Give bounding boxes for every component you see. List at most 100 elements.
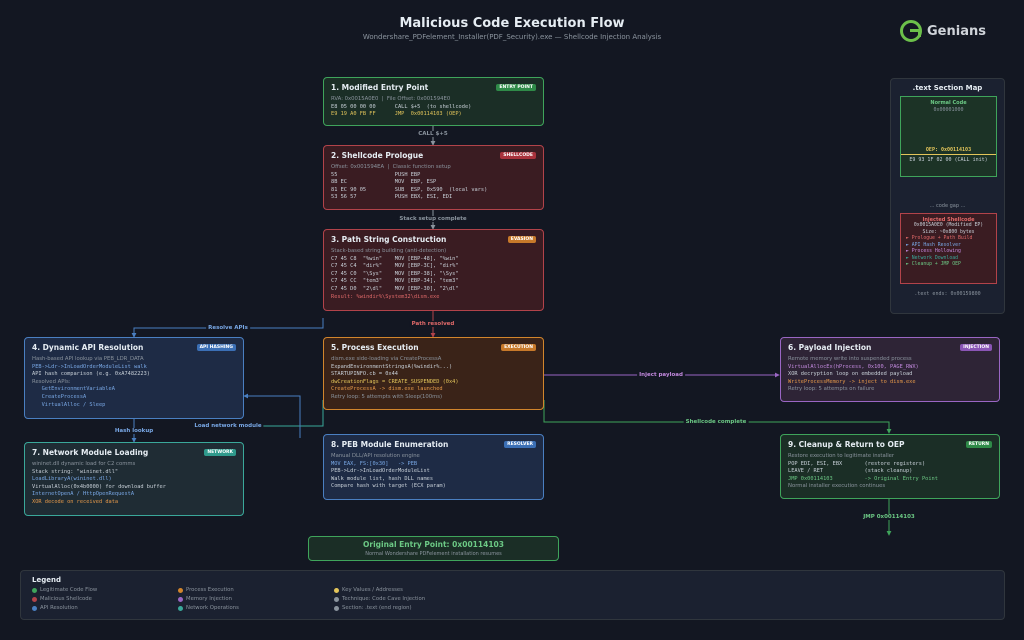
node-tag: API HASHING <box>196 344 236 351</box>
node-line: C7 45 C8 "%win" MOV [EBP-48], "%win" <box>331 255 459 262</box>
node-line: XOR decode on received data <box>32 498 119 505</box>
legend-label: Malicious Shellcode <box>40 596 92 602</box>
oep-title: Original Entry Point: 0x00114103 <box>363 540 504 549</box>
node-tag: EVASION <box>507 236 536 243</box>
node-line: XOR decryption loop on embedded payload <box>788 371 913 378</box>
node-line: Manual DLL/API resolution engine <box>331 453 420 459</box>
node-line: Retry loop: 5 attempts with Sleep(100ms) <box>331 393 443 400</box>
node-line: 8B EC MOV EBP, ESP <box>331 179 437 186</box>
legend-swatch <box>178 596 183 602</box>
legend-swatch <box>32 596 37 602</box>
node-dynamic-api-resolution[interactable]: 4. Dynamic API Resolution API HASHING Has… <box>24 337 244 419</box>
connector-label: Path resolved <box>409 321 457 327</box>
connector-label: Load network module <box>192 423 264 429</box>
injected-item: ► Network Download <box>906 255 958 261</box>
node-tag: INJECTION <box>960 344 992 351</box>
node-line: Compare hash with target (ECX param) <box>331 483 446 490</box>
legend-item: Network Operations <box>178 605 239 611</box>
normal-code-address: 0x00001000 <box>933 107 964 113</box>
node-line: InternetOpenA / HttpOpenRequestA <box>32 491 135 498</box>
original-entry-point-box[interactable]: Original Entry Point: 0x00114103 Normal … <box>308 536 559 561</box>
node-line: Remote memory write into suspended proce… <box>788 356 912 362</box>
node-tag: EXECUTION <box>501 344 536 351</box>
legend-label: API Resolution <box>40 605 78 611</box>
node-tag: SHELLCODE <box>500 152 536 159</box>
node-title: 5. Process Execution <box>331 343 419 352</box>
section-end-label: .text ends: 0x00159800 <box>914 291 981 297</box>
node-line: C7 45 C4 "dir%" MOV [EBP-3C], "dir%" <box>331 263 459 270</box>
injected-item: ► Prologue + Path Build <box>906 236 973 241</box>
injected-item: ► API Hash Resolver <box>906 242 961 248</box>
node-title: 1. Modified Entry Point <box>331 83 429 92</box>
node-line: Walk module list, hash DLL names <box>331 475 434 482</box>
genians-logo-icon <box>900 20 922 42</box>
legend-label: Section: .text (end region) <box>342 605 412 611</box>
node-line: RVA: 0x0015A0E0 | File Offset: 0x001594E… <box>331 96 451 102</box>
page-title: Malicious Code Execution Flow <box>399 16 625 31</box>
node-line: VirtualAlloc / Sleep <box>32 401 106 408</box>
node-line: STARTUPINFO.cb = 0x44 <box>331 371 398 378</box>
node-line: Retry loop: 5 attempts on failure <box>788 386 875 393</box>
code-gap-label: ... code gap ... <box>929 203 966 209</box>
node-line: E8 05 00 00 00 CALL $+5 (to shellcode) <box>331 103 472 110</box>
legend-swatch <box>32 605 37 611</box>
legend-swatch <box>334 587 339 593</box>
node-title: 9. Cleanup & Return to OEP <box>788 440 905 449</box>
legend-label: Network Operations <box>186 605 239 611</box>
connector-label: CALL $+5 <box>416 131 450 137</box>
normal-code-region: Normal Code 0x00001000 OEP: 0x00114103 E… <box>900 96 997 177</box>
node-line: Offset: 0x001594EA | Classic function se… <box>331 164 451 170</box>
node-line: wininet.dll dynamic load for C2 comms <box>32 461 136 467</box>
legend-swatch <box>334 596 339 602</box>
connector-label: Shellcode complete <box>683 419 749 425</box>
legend-item: Section: .text (end region) <box>334 605 412 611</box>
node-line: 55 PUSH EBP <box>331 171 421 178</box>
injected-label: Injected Shellcode <box>922 217 975 223</box>
legend-swatch <box>32 587 37 593</box>
node-line: Hash-based API lookup via PEB_LDR_DATA <box>32 356 144 362</box>
page-subtitle: Wondershare_PDFelement_Installer(PDF_Sec… <box>362 33 662 41</box>
arrow-resolver-to-api <box>243 393 301 438</box>
node-tag: ENTRY POINT <box>496 84 536 91</box>
legend-item: Malicious Shellcode <box>32 596 92 602</box>
node-line: C7 45 CC "tem3" MOV [EBP-34], "tem3" <box>331 278 459 285</box>
node-line: 53 56 57 PUSH EBX, ESI, EDI <box>331 194 453 201</box>
node-line: MOV EAX, FS:[0x30] -> PEB <box>331 460 418 467</box>
oep-marker: OEP: 0x00114103 <box>901 147 996 155</box>
legend-label: Memory Injection <box>186 596 232 602</box>
node-line: VirtualAllocEx(hProcess, 0x100, PAGE_RWX… <box>788 363 919 370</box>
legend-label: Technique: Code Cave Injection <box>342 596 426 602</box>
node-shellcode-prologue[interactable]: 2. Shellcode Prologue SHELLCODE Offset: 0… <box>323 145 544 210</box>
node-modified-entry-point[interactable]: 1. Modified Entry Point ENTRY POINT RVA: … <box>323 77 544 126</box>
legend-item: Process Execution <box>178 587 234 593</box>
legend-swatch <box>178 587 183 593</box>
node-line: Stack-based string building (anti-detect… <box>331 248 447 254</box>
node-line: PEB->Ldr->InLoadOrderModuleList walk <box>32 363 147 370</box>
legend-title: Legend <box>32 576 61 584</box>
node-line: C7 45 C0 "\Sys" MOV [EBP-38], "\Sys" <box>331 270 459 277</box>
node-process-execution[interactable]: 5. Process Execution EXECUTION dism.exe s… <box>323 337 544 410</box>
node-line: LEAVE / RET (stack cleanup) <box>788 468 913 475</box>
node-line: LoadLibraryA(wininet.dll) <box>32 476 112 483</box>
node-line: 81 EC 90 05 SUB ESP, 0x590 (local vars) <box>331 186 488 193</box>
legend-swatch <box>334 605 339 611</box>
injected-size: Size: ~0x800 bytes <box>922 229 975 235</box>
legend-item: API Resolution <box>32 605 78 611</box>
legend-item: Legitimate Code Flow <box>32 587 97 593</box>
node-line: dism.exe side-loading via CreateProcessA <box>331 356 442 362</box>
node-title: 4. Dynamic API Resolution <box>32 343 144 352</box>
node-line: Result: %windir%\System32\dism.exe <box>331 293 440 300</box>
node-line: WriteProcessMemory -> inject to dism.exe <box>788 378 916 385</box>
node-line: POP EDI, ESI, EBX (restore registers) <box>788 460 926 467</box>
legend-label: Legitimate Code Flow <box>40 587 98 593</box>
node-tag: RETURN <box>965 441 992 448</box>
node-title: 2. Shellcode Prologue <box>331 151 424 160</box>
node-title: 8. PEB Module Enumeration <box>331 440 449 449</box>
oep-call-bytes: E9 93 1F 02 00 (CALL init) <box>909 157 988 163</box>
node-line: JMP 0x00114103 -> Original Entry Point <box>788 475 938 482</box>
